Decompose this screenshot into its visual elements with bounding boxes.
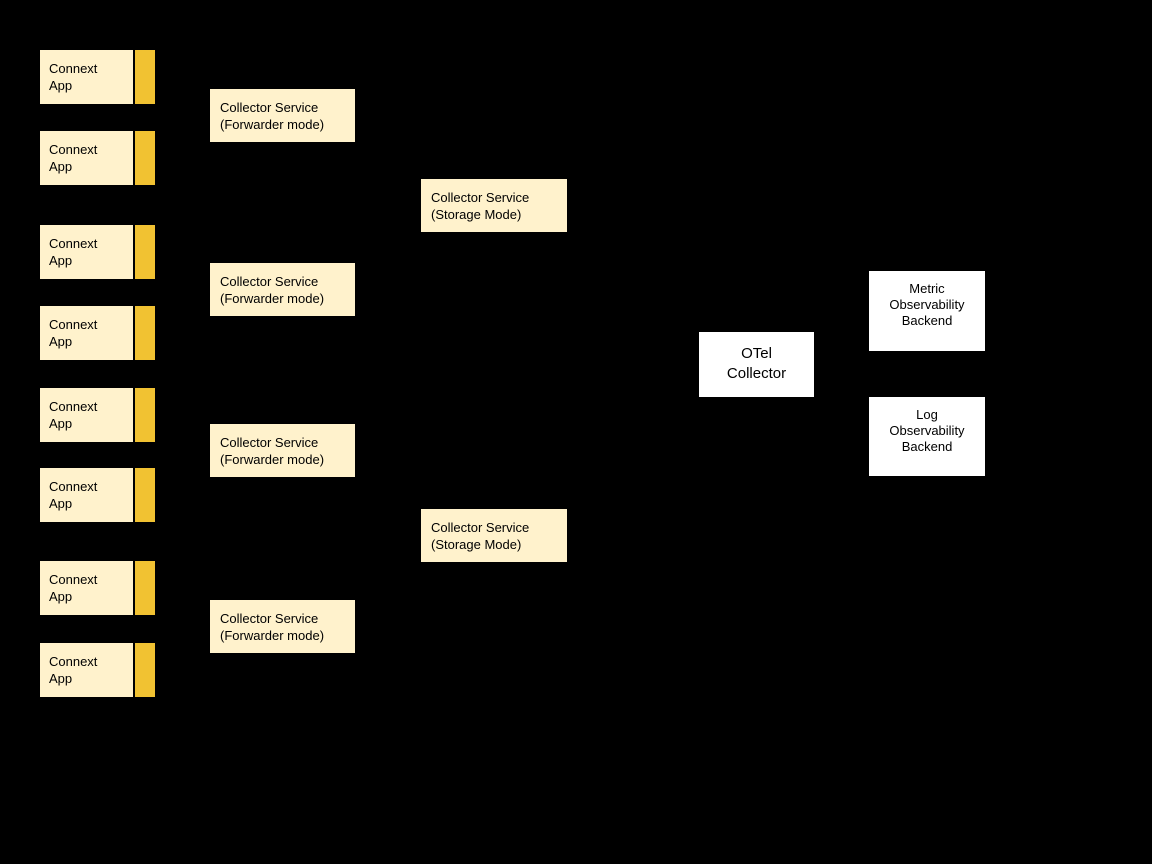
node-label-line: Observability: [889, 423, 965, 438]
connext-app-2: Connext App: [40, 131, 155, 185]
connext-app-1: Connext App: [40, 50, 155, 104]
node-label-line: App: [49, 334, 73, 349]
connext-app-body: Connext App: [40, 50, 133, 104]
connext-app-accent-strip: [135, 468, 155, 522]
connext-app-8: Connext App: [40, 643, 155, 697]
connext-app-7: Connext App: [40, 561, 155, 615]
node-label-line: Observability: [889, 297, 965, 312]
node-label-line: Collector Service: [220, 100, 319, 115]
node-label-line: Collector Service: [220, 611, 319, 626]
node-label-line: App: [49, 159, 73, 174]
node-label-line: (Storage Mode): [431, 207, 522, 222]
node-label-line: App: [49, 589, 73, 604]
connext-app-body: Connext App: [40, 468, 133, 522]
collector-forwarder-2: Collector Service (Forwarder mode): [210, 263, 355, 316]
node-label-line: App: [49, 496, 73, 511]
connext-app-accent-strip: [135, 225, 155, 279]
node-label-line: Connext: [49, 572, 98, 587]
node-label-line: Connext: [49, 317, 98, 332]
node-label-line: (Forwarder mode): [220, 452, 325, 467]
node-label-line: (Forwarder mode): [220, 117, 325, 132]
node-label-line: App: [49, 78, 73, 93]
connext-app-3: Connext App: [40, 225, 155, 279]
connext-app-accent-strip: [135, 131, 155, 185]
node-label-line: Metric: [909, 281, 945, 296]
connext-app-6: Connext App: [40, 468, 155, 522]
otel-collector: OTel Collector: [699, 332, 814, 397]
node-label-line: (Forwarder mode): [220, 628, 325, 643]
connext-app-accent-strip: [135, 50, 155, 104]
connext-app-accent-strip: [135, 306, 155, 360]
node-label-line: App: [49, 671, 73, 686]
node-label-line: Collector Service: [220, 435, 319, 450]
log-observability-backend: Log Observability Backend: [869, 397, 985, 476]
connext-app-accent-strip: [135, 388, 155, 442]
node-label-line: Connext: [49, 61, 98, 76]
node-label-line: Connext: [49, 654, 98, 669]
node-label-line: Connext: [49, 479, 98, 494]
connext-app-body: Connext App: [40, 225, 133, 279]
node-label-line: (Forwarder mode): [220, 291, 325, 306]
node-label-line: Connext: [49, 142, 98, 157]
collector-forwarder-4: Collector Service (Forwarder mode): [210, 600, 355, 653]
node-label-line: App: [49, 416, 73, 431]
node-label-line: Collector Service: [431, 190, 530, 205]
node-label-line: Backend: [901, 439, 953, 454]
node-label-line: (Storage Mode): [431, 537, 522, 552]
node-label-line: Collector: [726, 365, 787, 382]
node-label-line: Log: [916, 407, 938, 422]
connext-app-body: Connext App: [40, 643, 133, 697]
connext-app-5: Connext App: [40, 388, 155, 442]
connext-app-accent-strip: [135, 561, 155, 615]
collector-storage-1: Collector Service (Storage Mode): [421, 179, 567, 232]
connext-app-body: Connext App: [40, 561, 133, 615]
node-label-line: Backend: [901, 313, 953, 328]
collector-storage-2: Collector Service (Storage Mode): [421, 509, 567, 562]
node-label-line: Collector Service: [431, 520, 530, 535]
connext-app-body: Connext App: [40, 306, 133, 360]
connext-app-body: Connext App: [40, 388, 133, 442]
node-label-line: Connext: [49, 236, 98, 251]
node-label-line: Collector Service: [220, 274, 319, 289]
connext-app-4: Connext App: [40, 306, 155, 360]
collector-forwarder-3: Collector Service (Forwarder mode): [210, 424, 355, 477]
metric-observability-backend: Metric Observability Backend: [869, 271, 985, 351]
collector-forwarder-1: Collector Service (Forwarder mode): [210, 89, 355, 142]
connext-app-accent-strip: [135, 643, 155, 697]
node-label-line: OTel: [741, 345, 772, 362]
connext-app-body: Connext App: [40, 131, 133, 185]
node-label-line: App: [49, 253, 73, 268]
node-label-line: Connext: [49, 399, 98, 414]
